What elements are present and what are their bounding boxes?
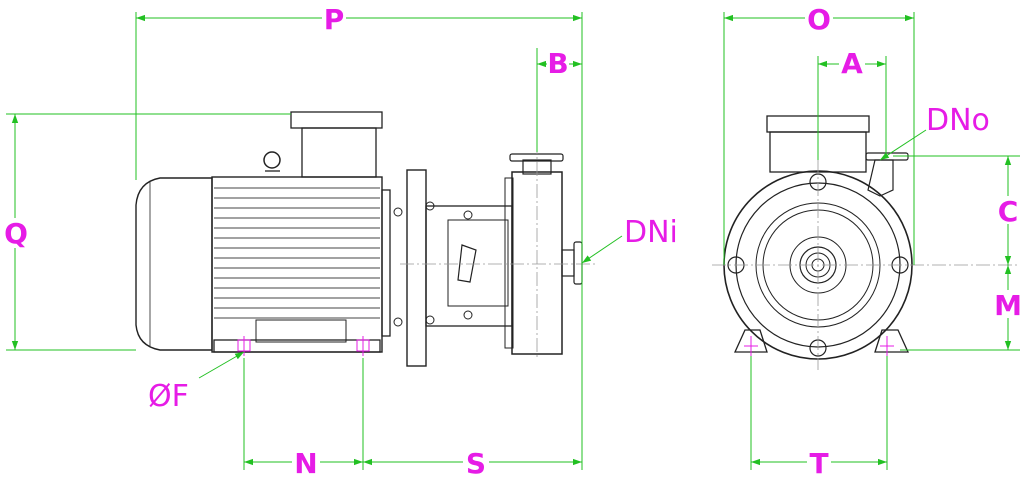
side-view	[6, 12, 623, 470]
label-phiF: ØF	[148, 379, 189, 414]
terminal-box-lid	[290, 111, 383, 129]
dim-label-M: M	[994, 289, 1022, 322]
inlet-pipe	[561, 249, 575, 277]
dim-label-A: A	[841, 47, 863, 80]
lantern-bracket	[425, 205, 513, 327]
dim-label-S: S	[466, 447, 486, 480]
label-DNi: DNi	[624, 215, 678, 250]
bracket-flange	[406, 169, 427, 367]
front-outlet-nozzle	[867, 159, 894, 197]
dim-label-O: O	[807, 3, 831, 36]
label-DNo: DNo	[926, 103, 990, 138]
motor-fan-cover	[135, 177, 213, 351]
front-view	[712, 12, 1020, 470]
motor-cooling-fins	[214, 187, 380, 319]
front-foot-right	[874, 329, 910, 353]
front-foot-left	[733, 329, 768, 353]
dim-label-B: B	[547, 47, 568, 80]
terminal-box	[301, 127, 377, 178]
motor-flange	[381, 189, 391, 337]
dim-label-N: N	[294, 447, 317, 480]
motor-foot	[213, 339, 381, 353]
lifting-eye	[263, 151, 281, 169]
foot-hole-marks	[237, 336, 370, 356]
motor-body	[211, 176, 383, 353]
dim-label-T: T	[809, 447, 828, 480]
dim-label-P: P	[324, 3, 345, 36]
dim-label-C: C	[998, 195, 1019, 228]
dimension-labels: P B Q N S O A C M T DNi DNo ØF	[2, 3, 1022, 480]
dim-label-Q: Q	[4, 217, 28, 250]
